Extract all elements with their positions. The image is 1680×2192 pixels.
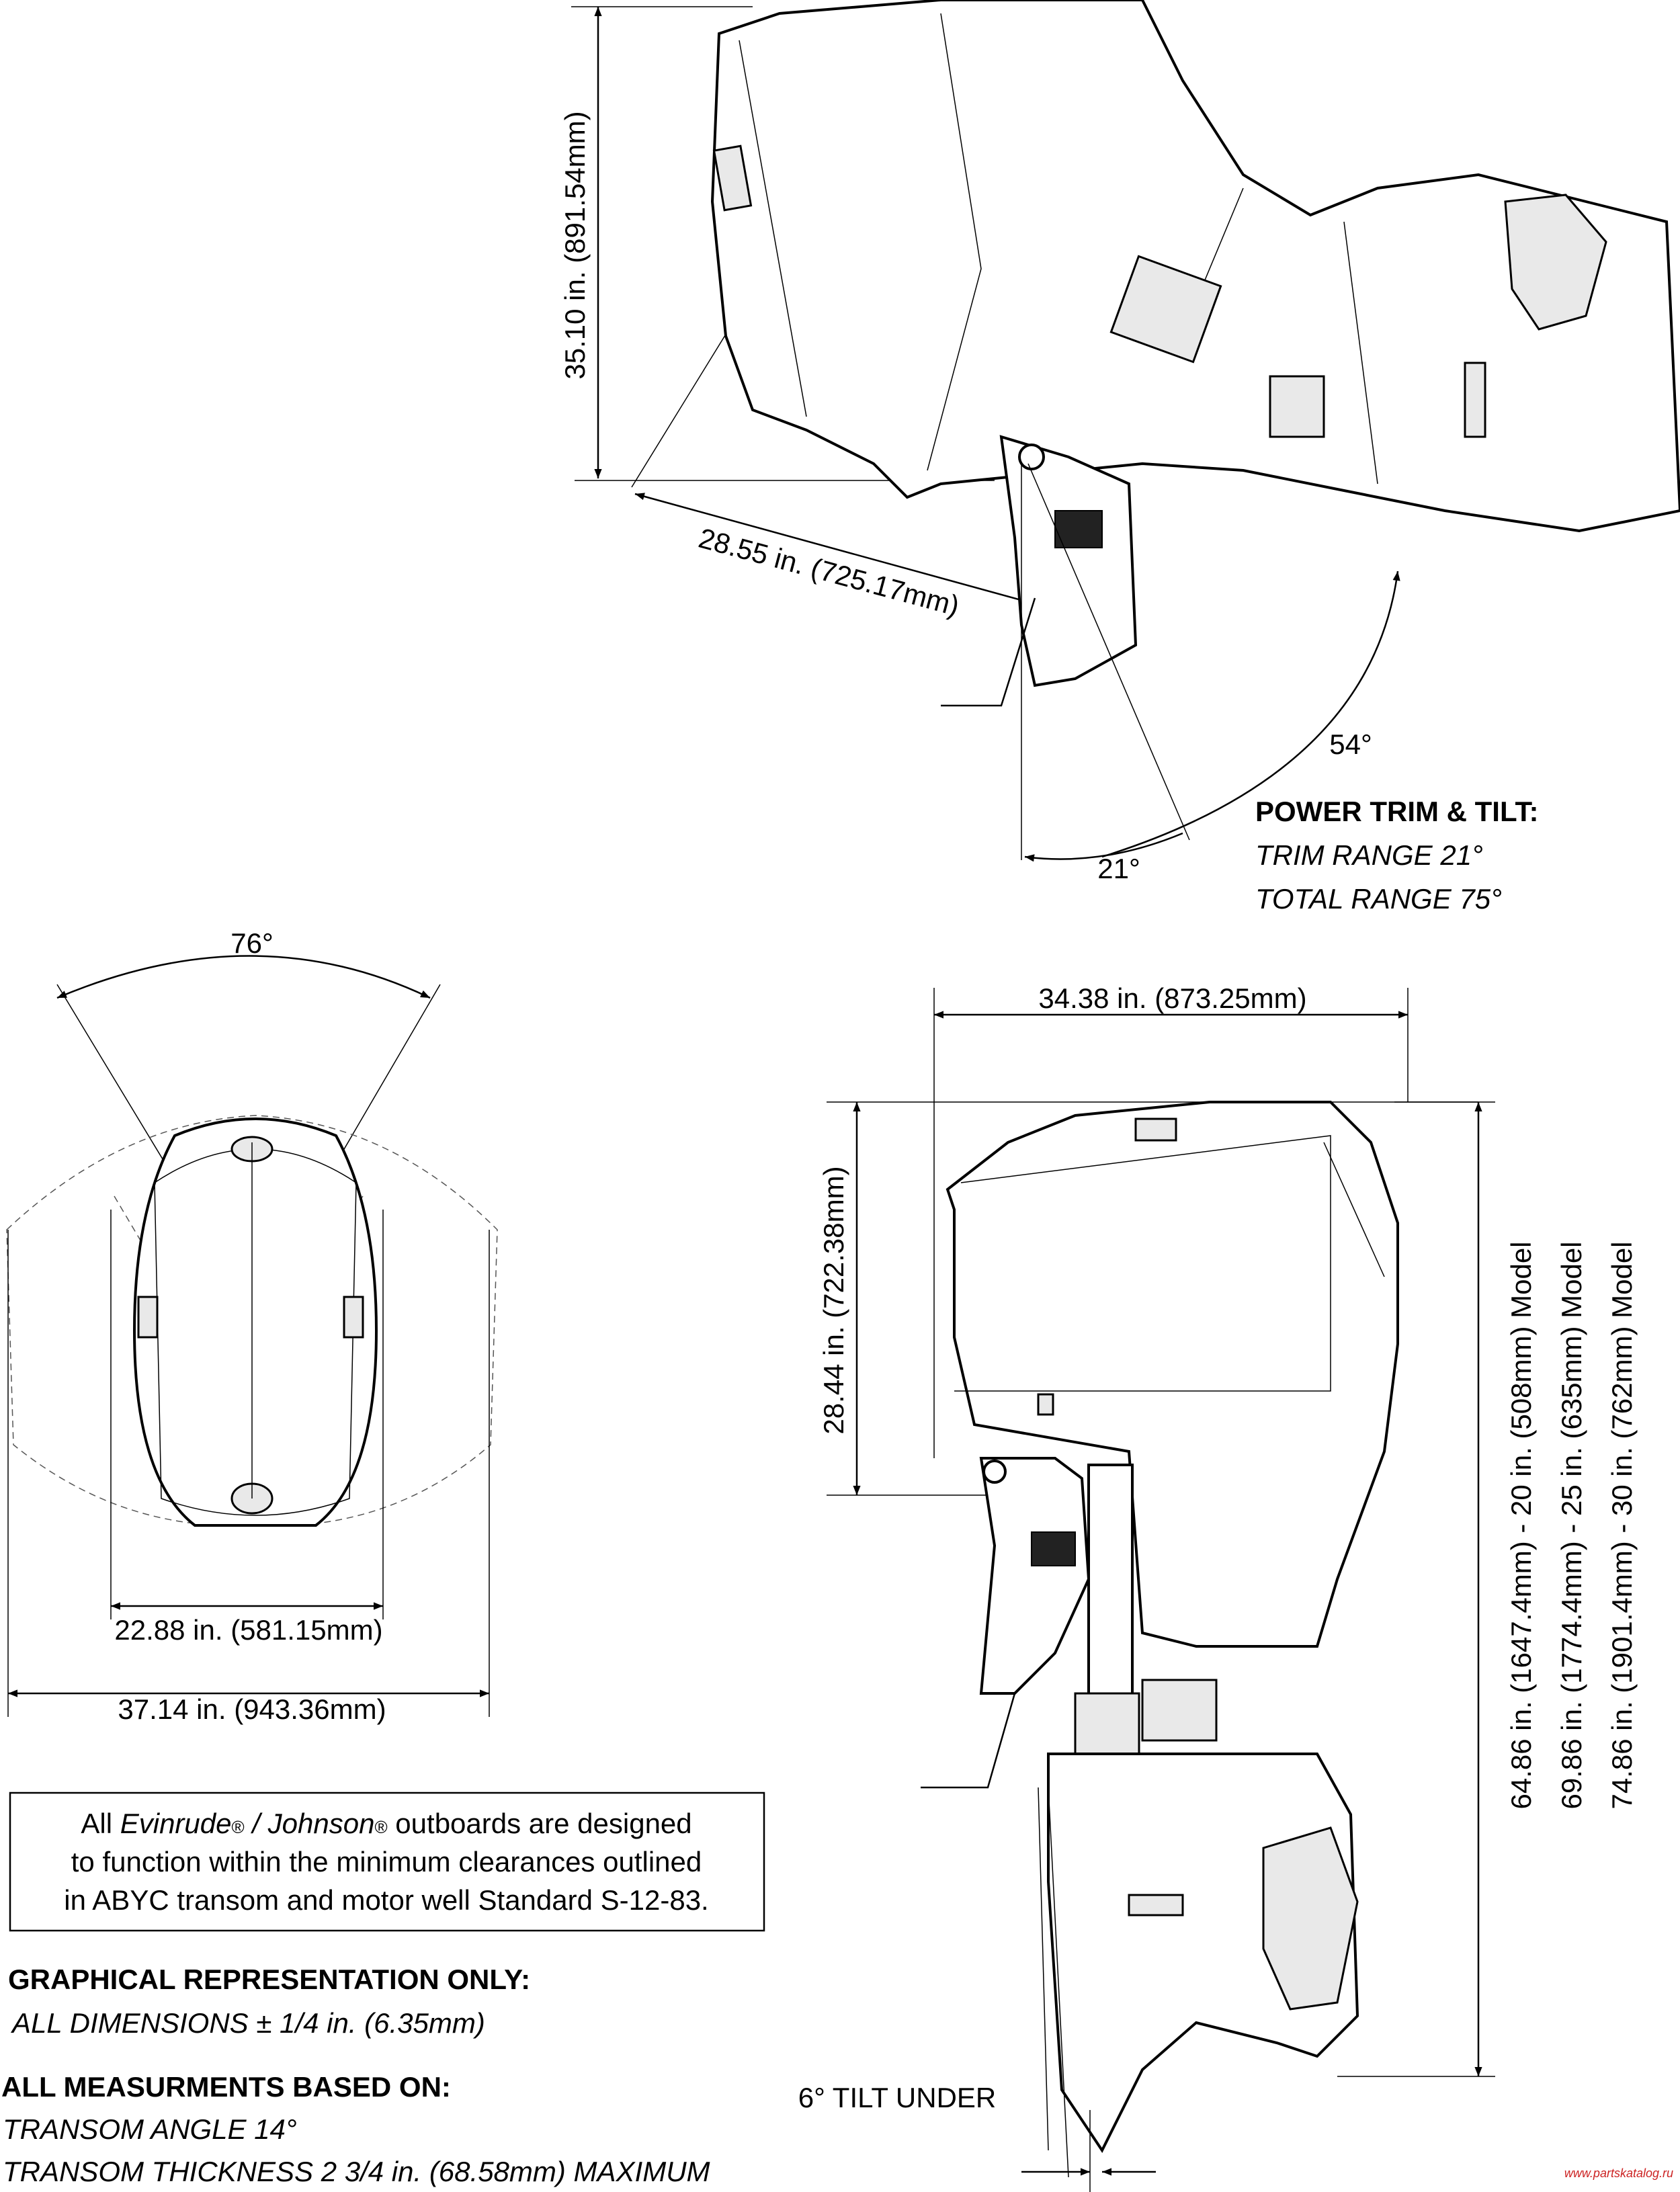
down-pivot-bolt: [982, 1460, 1007, 1484]
notice-line-3: in ABYC transom and motor well Standard …: [64, 1884, 708, 1916]
engine-top-outline: [132, 1118, 378, 1527]
transom-thickness-note: TRANSOM THICKNESS 2 3/4 in. (68.58mm) MA…: [3, 2156, 710, 2187]
notice-box: [9, 1791, 765, 1932]
outer-width-label: 37.14 in. (943.36mm): [118, 1693, 386, 1725]
trim-tilt-title: POWER TRIM & TILT:: [1255, 796, 1539, 827]
propeller: [1504, 194, 1607, 331]
trim-cylinder-block: [1141, 1679, 1218, 1742]
model-25-dimension: 69.86 in. (1774.4mm) - 25 in. (635mm) Mo…: [1556, 1241, 1587, 1809]
clearance-notice: All Evinrude® / Johnson® outboards are d…: [9, 1791, 765, 1932]
notice-line-1: All Evinrude® / Johnson® outboards are d…: [81, 1808, 691, 1839]
model-30-dimension: 74.86 in. (1901.4mm) - 30 in. (762mm) Mo…: [1606, 1241, 1638, 1809]
down-side-view: 34.38 in. (873.25mm) 28.44 in. (722.38mm…: [798, 982, 1638, 2192]
graphical-title: GRAPHICAL REPRESENTATION ONLY:: [8, 1964, 530, 1995]
total-tilt-angle: 54°: [1329, 728, 1372, 760]
tilt-under-label: 6° TILT UNDER: [798, 2082, 997, 2113]
swivel-bracket: [1087, 1464, 1134, 1708]
down-clamp-bracket: [979, 1457, 1091, 1695]
tilt-pivot-bolt: [1018, 444, 1045, 470]
cowl-latch-side: [1037, 1393, 1054, 1416]
inner-width-label: 22.88 in. (581.15mm): [114, 1614, 382, 1646]
steering-angle: 76°: [230, 927, 274, 959]
transom-angle-note: TRANSOM ANGLE 14°: [3, 2113, 297, 2145]
steering-mount: [1074, 1692, 1140, 1755]
top-view: 76° 22.88 in. (581.15mm) 37.14 in. (943.…: [6, 927, 498, 1725]
tilt-pivot-block: [1109, 255, 1222, 364]
lower-unit-decal: [1128, 1894, 1184, 1916]
lower-unit-plate: [1464, 362, 1486, 438]
down-bracket-decal: [1031, 1531, 1076, 1566]
trim-cylinder-mount: [1269, 375, 1325, 438]
transom-height-label: 28.44 in. (722.38mm): [818, 1166, 849, 1434]
tilt-height-label: 35.10 in. (891.54mm): [559, 111, 591, 379]
down-width-label: 34.38 in. (873.25mm): [1038, 982, 1306, 1014]
top-vent-left: [137, 1296, 159, 1339]
bracket-decal: [1054, 510, 1103, 548]
trim-range: TRIM RANGE 21°: [1255, 839, 1483, 871]
trim-angle: 21°: [1097, 853, 1140, 884]
clamp-bracket: [999, 435, 1138, 687]
reach-dimension-line: [634, 493, 1039, 606]
measurements-title: ALL MEASURMENTS BASED ON:: [1, 2071, 451, 2103]
tilted-cowling: [710, 0, 1680, 533]
model-20-dimension: 64.86 in. (1647.4mm) - 20 in. (508mm) Mo…: [1505, 1241, 1537, 1809]
down-propeller: [1262, 1826, 1359, 2011]
notice-line-2: to function within the minimum clearance…: [71, 1846, 702, 1878]
engine-cowling: [946, 1101, 1399, 1648]
tilt-reach-label: 28.55 in. (725.17mm): [696, 522, 963, 622]
top-vent-right: [343, 1296, 364, 1339]
tolerance-note: ALL DIMENSIONS ± 1/4 in. (6.35mm): [10, 2007, 485, 2039]
watermark: www.partskatalog.ru: [1564, 2166, 1673, 2180]
total-range: TOTAL RANGE 75°: [1255, 883, 1502, 915]
cowling-badge: [1134, 1118, 1177, 1142]
steering-angle-arc: [56, 955, 431, 999]
cowling-vent: [712, 144, 753, 212]
tilted-side-view: 35.10 in. (891.54mm) 28.55 in. (725.17mm…: [559, 0, 1680, 915]
